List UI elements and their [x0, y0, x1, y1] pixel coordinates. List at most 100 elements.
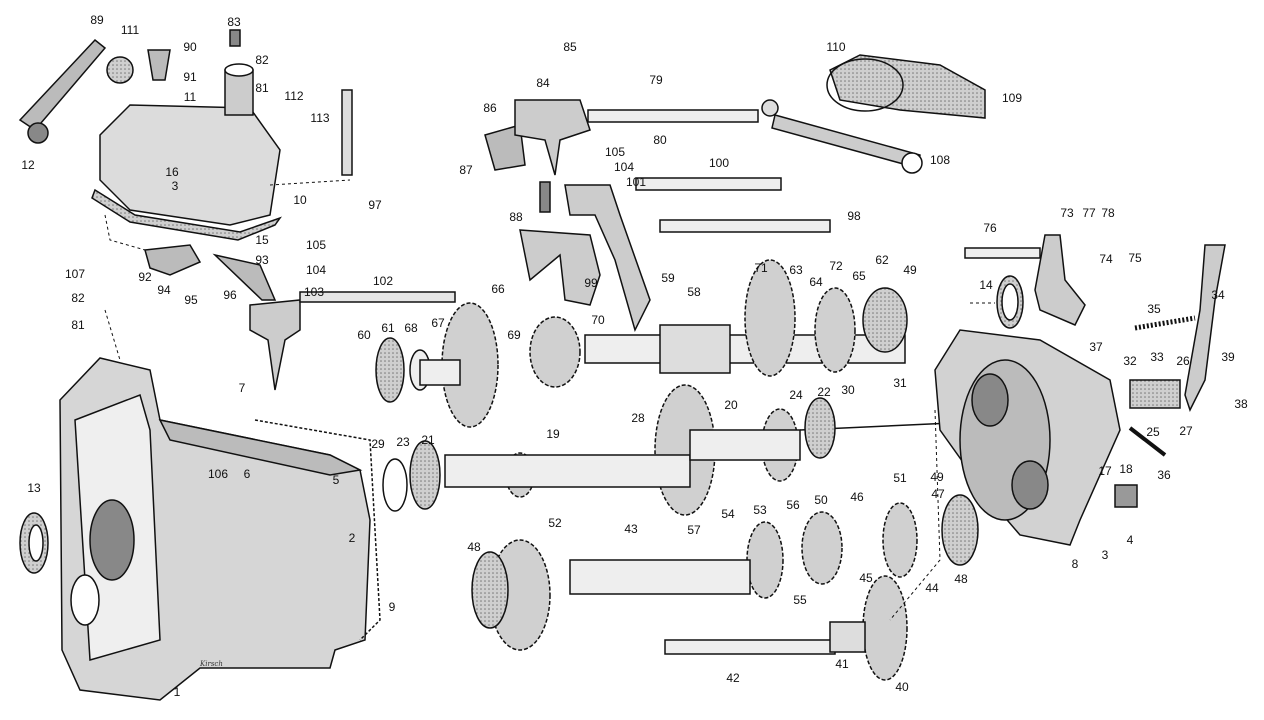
part-number-label: 68 — [404, 321, 418, 335]
part-number-label: 79 — [649, 73, 663, 87]
part-number-label: 99 — [584, 276, 598, 290]
part-number-label: 27 — [1179, 424, 1193, 438]
part-number-label: 57 — [687, 523, 701, 537]
part-number-label: 28 — [631, 411, 645, 425]
part-number-label: 95 — [184, 293, 198, 307]
part-number-label: 19 — [546, 427, 560, 441]
part-number-label: 12 — [21, 158, 35, 172]
part-number-label: 77 — [1082, 206, 1096, 220]
part-number-label: 104 — [613, 160, 635, 174]
part-number-label: 56 — [786, 498, 800, 512]
part-number-label: 90 — [183, 40, 197, 54]
part-number-label: 101 — [625, 175, 647, 189]
part-number-label: 76 — [983, 221, 997, 235]
part-number-label: 21 — [421, 433, 435, 447]
part-number-label: 3 — [1101, 548, 1109, 562]
part-number-label: 26 — [1176, 354, 1190, 368]
part-number-label: 54 — [721, 507, 735, 521]
part-number-label: 111 — [120, 23, 140, 37]
part-number-label: 71 — [754, 261, 768, 275]
part-number-label: 83 — [227, 15, 241, 29]
part-number-label: 35 — [1147, 302, 1161, 316]
part-number-label: 74 — [1099, 252, 1113, 266]
part-number-label: 22 — [817, 385, 831, 399]
part-number-label: 10 — [293, 193, 307, 207]
part-number-label: 23 — [396, 435, 410, 449]
part-number-label: 70 — [591, 313, 605, 327]
part-number-label: 91 — [183, 70, 197, 84]
part-number-label: 110 — [826, 40, 846, 54]
part-number-label: 112 — [284, 89, 304, 103]
part-number-label: 93 — [255, 253, 269, 267]
part-number-label: 81 — [71, 318, 85, 332]
part-number-label: 11 — [183, 90, 197, 104]
part-number-label: 64 — [809, 275, 823, 289]
part-number-label: 29 — [371, 437, 385, 451]
part-number-label: 69 — [507, 328, 521, 342]
part-number-label: 105 — [305, 238, 327, 252]
part-number-label: 97 — [368, 198, 382, 212]
part-number-label: 40 — [895, 680, 909, 694]
part-number-label: 13 — [27, 481, 41, 495]
part-number-label: 103 — [303, 285, 325, 299]
part-number-label: 20 — [724, 398, 738, 412]
part-number-label: 6 — [243, 467, 251, 481]
part-number-label: 47 — [931, 487, 945, 501]
part-number-label: 52 — [548, 516, 562, 530]
part-number-label: 32 — [1123, 354, 1137, 368]
part-number-label: 87 — [459, 163, 473, 177]
part-number-label: 88 — [509, 210, 523, 224]
part-number-label: 100 — [708, 156, 730, 170]
part-number-label: 38 — [1234, 397, 1248, 411]
part-number-label: 17 — [1098, 464, 1112, 478]
part-number-label: 86 — [483, 101, 497, 115]
part-number-label: 49 — [903, 263, 917, 277]
part-number-label: 46 — [850, 490, 864, 504]
part-number-label: 44 — [925, 581, 939, 595]
part-number-label: 66 — [491, 282, 505, 296]
part-number-label: 33 — [1150, 350, 1164, 364]
part-number-label: 72 — [829, 259, 843, 273]
part-number-label: 45 — [859, 571, 873, 585]
part-number-label: 7 — [238, 381, 246, 395]
part-number-label: 63 — [789, 263, 803, 277]
part-number-label: 81 — [255, 81, 269, 95]
part-number-label: 36 — [1157, 468, 1171, 482]
part-number-label: 43 — [624, 522, 638, 536]
part-number-label: 41 — [835, 657, 849, 671]
part-number-label: 53 — [753, 503, 767, 517]
part-number-label: 96 — [223, 288, 237, 302]
part-number-label: 60 — [357, 328, 371, 342]
part-number-label: 105 — [604, 145, 626, 159]
part-number-label: 4 — [1126, 533, 1134, 547]
part-number-label: 82 — [71, 291, 85, 305]
part-number-label: 94 — [157, 283, 171, 297]
part-number-label: 39 — [1221, 350, 1235, 364]
part-number-label: 5 — [332, 473, 340, 487]
part-number-label: 107 — [64, 267, 86, 281]
part-number-label: 102 — [372, 274, 394, 288]
part-number-label: 58 — [687, 285, 701, 299]
part-number-label: 62 — [875, 253, 889, 267]
part-number-label: 2 — [348, 531, 356, 545]
part-number-label: 50 — [814, 493, 828, 507]
part-number-label: 55 — [793, 593, 807, 607]
part-number-label: 30 — [841, 383, 855, 397]
part-number-label: 8 — [1071, 557, 1079, 571]
part-number-label: 104 — [305, 263, 327, 277]
part-number-label: 15 — [255, 233, 269, 247]
part-number-label: 3 — [171, 179, 179, 193]
part-number-label: 49 — [930, 470, 944, 484]
part-number-label: 31 — [893, 376, 907, 390]
part-number-label: 106 — [207, 467, 229, 481]
part-number-label: 113 — [310, 111, 330, 125]
part-number-label: 9 — [388, 600, 396, 614]
part-number-label: 24 — [789, 388, 803, 402]
part-number-label: 1 — [173, 685, 181, 699]
part-number-label: 34 — [1211, 288, 1225, 302]
part-number-label: 82 — [255, 53, 269, 67]
part-number-label: 51 — [893, 471, 907, 485]
part-number-label: 85 — [563, 40, 577, 54]
